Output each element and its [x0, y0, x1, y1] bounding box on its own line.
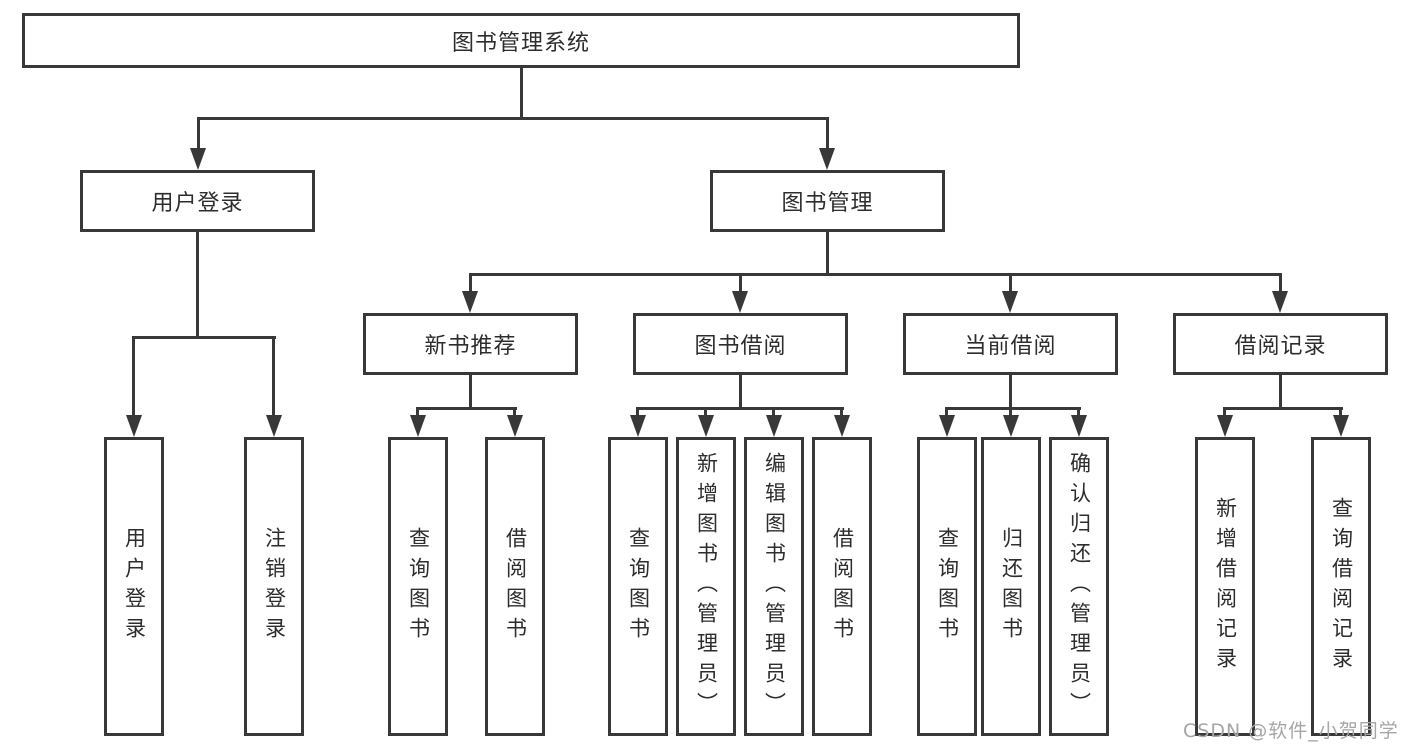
- leaf-borrow-book-borrow-label: 借阅图书: [830, 526, 855, 647]
- connector-drop: [1009, 273, 1012, 295]
- connector-drop: [132, 336, 135, 419]
- leaf-return-book-label: 归还图书: [999, 526, 1024, 647]
- leaf-add-book-admin-label: 新增图书（管理员）: [694, 451, 719, 722]
- leaf-borrow-book-borrow: 借阅图书: [812, 437, 872, 736]
- node-book-management-label: 图书管理: [781, 191, 874, 216]
- connector-drop: [1223, 407, 1226, 419]
- node-root: 图书管理系统: [22, 13, 1020, 68]
- connector-stem: [739, 375, 742, 410]
- connector-drop: [826, 117, 829, 152]
- arrow-down-icon: [698, 415, 714, 437]
- leaf-borrow-book-recommend: 借阅图书: [485, 437, 545, 736]
- connector-drop: [840, 407, 843, 419]
- leaf-query-book-borrow-label: 查询图书: [626, 526, 651, 647]
- node-borrow-record: 借阅记录: [1173, 313, 1388, 375]
- connector-drop: [272, 336, 275, 419]
- connector-drop: [513, 407, 516, 419]
- connector-drop: [1339, 407, 1342, 419]
- connector-drop: [739, 273, 742, 295]
- connector-stem: [469, 375, 472, 410]
- leaf-add-book-admin: 新增图书（管理员）: [676, 437, 736, 736]
- connector-drop: [704, 407, 707, 419]
- connector-drop: [416, 407, 419, 419]
- connector-drop: [1279, 273, 1282, 295]
- connector-stem: [1279, 375, 1282, 410]
- arrow-down-icon: [732, 291, 748, 313]
- connector-drop: [469, 273, 472, 295]
- node-new-book-recommend: 新书推荐: [363, 313, 578, 375]
- leaf-user-login-label: 用户登录: [122, 526, 147, 647]
- leaf-query-borrow-record: 查询借阅记录: [1311, 437, 1371, 736]
- arrow-down-icon: [1272, 291, 1288, 313]
- connector-bus: [945, 407, 1081, 410]
- connector-bus: [197, 117, 829, 120]
- leaf-edit-book-admin-label: 编辑图书（管理员）: [762, 451, 787, 722]
- leaf-query-book-borrow: 查询图书: [608, 437, 668, 736]
- node-book-borrow: 图书借阅: [633, 313, 848, 375]
- watermark: CSDN @软件_小贺同学: [1183, 720, 1399, 742]
- leaf-confirm-return-admin: 确认归还（管理员）: [1049, 437, 1109, 736]
- arrow-down-icon: [834, 415, 850, 437]
- arrow-down-icon: [1333, 415, 1349, 437]
- connector-drop: [945, 407, 948, 419]
- arrow-down-icon: [1217, 415, 1233, 437]
- arrow-down-icon: [939, 415, 955, 437]
- arrow-down-icon: [462, 291, 478, 313]
- arrow-down-icon: [1003, 415, 1019, 437]
- connector-stem: [520, 68, 523, 120]
- node-new-book-recommend-label: 新书推荐: [424, 334, 517, 359]
- connector-drop: [772, 407, 775, 419]
- connector-stem: [826, 232, 829, 276]
- leaf-query-book-current-label: 查询图书: [935, 526, 960, 647]
- connector-bus: [132, 336, 276, 339]
- node-root-label: 图书管理系统: [451, 30, 590, 56]
- arrow-down-icon: [819, 148, 835, 170]
- arrow-down-icon: [766, 415, 782, 437]
- arrow-down-icon: [1071, 415, 1087, 437]
- connector-stem: [1009, 375, 1012, 410]
- leaf-user-login: 用户登录: [104, 437, 164, 736]
- connector-bus: [469, 273, 1282, 276]
- arrow-down-icon: [507, 415, 523, 437]
- leaf-confirm-return-admin-label: 确认归还（管理员）: [1067, 451, 1092, 722]
- arrow-down-icon: [126, 415, 142, 437]
- leaf-query-book-recommend-label: 查询图书: [406, 526, 431, 647]
- connector-stem: [196, 232, 199, 339]
- connector-drop: [636, 407, 639, 419]
- leaf-add-borrow-record: 新增借阅记录: [1195, 437, 1255, 736]
- node-borrow-record-label: 借阅记录: [1234, 334, 1327, 359]
- arrow-down-icon: [410, 415, 426, 437]
- leaf-query-book-current: 查询图书: [917, 437, 977, 736]
- connector-drop: [1009, 407, 1012, 419]
- node-current-borrow-label: 当前借阅: [964, 334, 1057, 359]
- leaf-logout-login-label: 注销登录: [262, 526, 287, 647]
- connector-bus: [1223, 407, 1343, 410]
- node-current-borrow: 当前借阅: [903, 313, 1118, 375]
- node-user-login-label: 用户登录: [151, 191, 244, 216]
- arrow-down-icon: [266, 415, 282, 437]
- leaf-query-book-recommend: 查询图书: [388, 437, 448, 736]
- leaf-edit-book-admin: 编辑图书（管理员）: [744, 437, 804, 736]
- node-book-borrow-label: 图书借阅: [694, 334, 787, 359]
- leaf-query-borrow-record-label: 查询借阅记录: [1329, 496, 1354, 677]
- connector-bus: [636, 407, 844, 410]
- arrow-down-icon: [190, 148, 206, 170]
- connector-bus: [416, 407, 517, 410]
- leaf-borrow-book-recommend-label: 借阅图书: [503, 526, 528, 647]
- node-book-management: 图书管理: [710, 170, 945, 232]
- leaf-return-book: 归还图书: [981, 437, 1041, 736]
- node-user-login: 用户登录: [80, 170, 315, 232]
- arrow-down-icon: [1002, 291, 1018, 313]
- leaf-logout-login: 注销登录: [244, 437, 304, 736]
- connector-drop: [1077, 407, 1080, 419]
- leaf-add-borrow-record-label: 新增借阅记录: [1213, 496, 1238, 677]
- connector-drop: [197, 117, 200, 152]
- arrow-down-icon: [630, 415, 646, 437]
